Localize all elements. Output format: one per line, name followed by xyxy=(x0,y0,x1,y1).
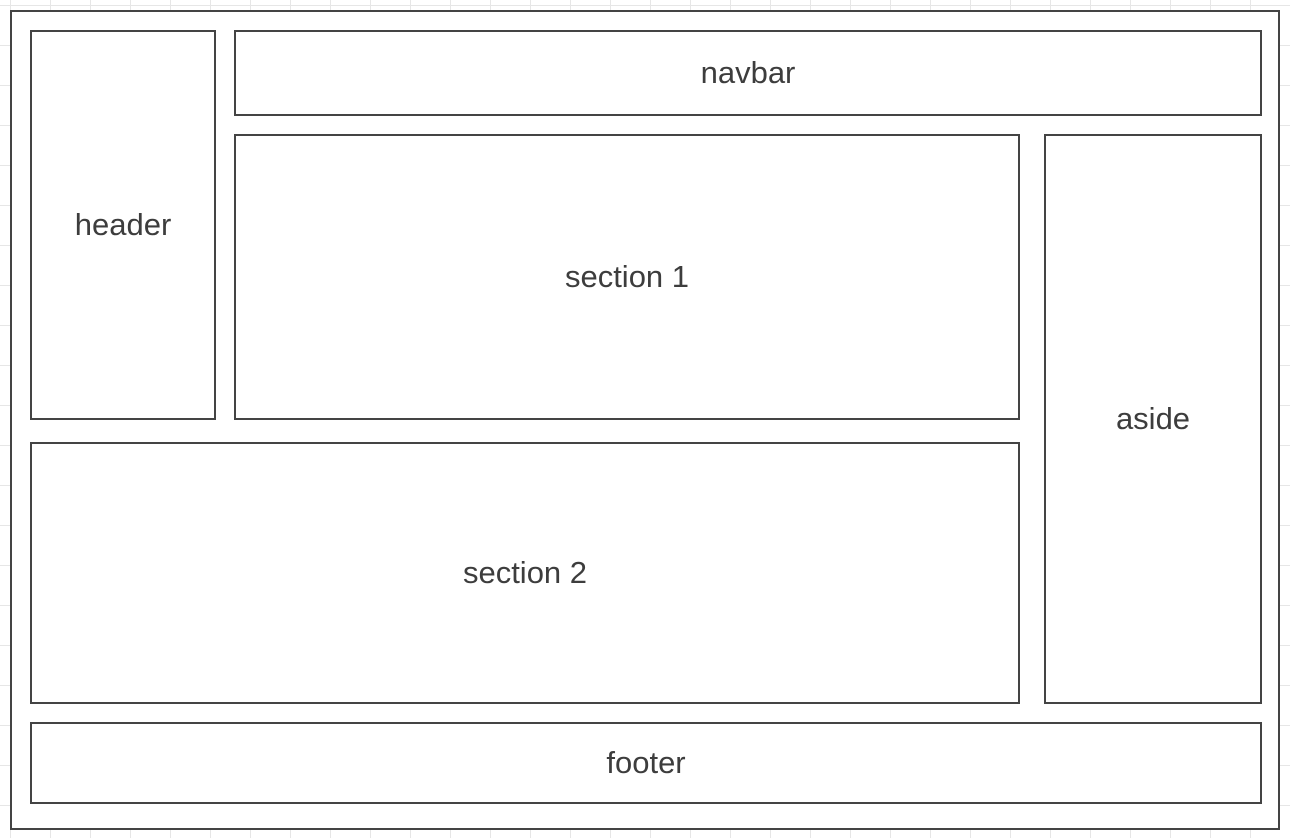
section-2-label: section 2 xyxy=(462,555,588,590)
section-2-block: section 2 xyxy=(30,442,1020,704)
section-1-label: section 1 xyxy=(564,259,690,294)
footer-block: footer xyxy=(30,722,1262,804)
header-label: header xyxy=(74,207,172,242)
navbar-block: navbar xyxy=(234,30,1262,116)
header-block: header xyxy=(30,30,216,420)
footer-label: footer xyxy=(606,745,686,780)
aside-label: aside xyxy=(1115,401,1191,436)
section-1-block: section 1 xyxy=(234,134,1020,420)
aside-block: aside xyxy=(1044,134,1262,704)
navbar-label: navbar xyxy=(700,55,796,90)
